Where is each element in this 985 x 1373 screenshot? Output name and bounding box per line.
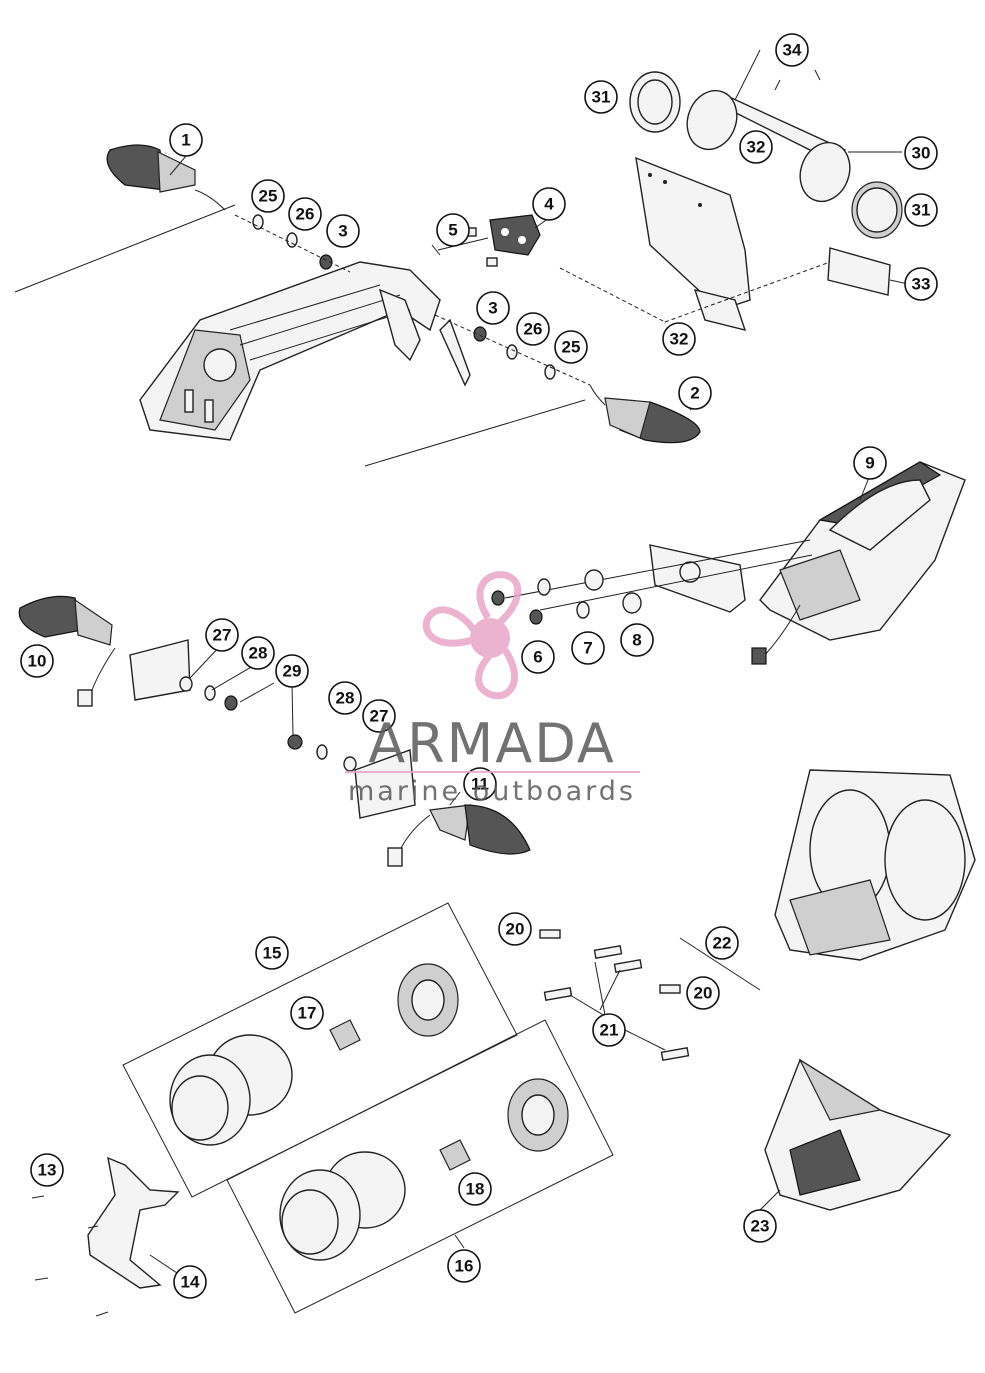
license-plate-holder bbox=[559, 49, 903, 331]
svg-text:7: 7 bbox=[583, 639, 592, 658]
svg-text:5: 5 bbox=[448, 221, 457, 240]
callout-30: 30 bbox=[904, 136, 938, 170]
svg-text:8: 8 bbox=[632, 631, 641, 650]
svg-text:26: 26 bbox=[296, 205, 315, 224]
washer-stack-upper bbox=[234, 214, 591, 386]
watermark: ARMADA marine outboards bbox=[345, 571, 640, 807]
callout-31: 31 bbox=[904, 193, 938, 227]
turn-signal-front-right bbox=[364, 384, 701, 467]
svg-text:31: 31 bbox=[912, 201, 931, 220]
callout-4: 4 bbox=[532, 187, 566, 221]
svg-text:25: 25 bbox=[259, 187, 278, 206]
reflector-bracket bbox=[431, 214, 541, 267]
callout-10: 10 bbox=[20, 644, 54, 678]
svg-text:20: 20 bbox=[506, 920, 525, 939]
svg-text:15: 15 bbox=[263, 944, 282, 963]
callout-15: 15 bbox=[255, 936, 289, 970]
callout-11: 11 bbox=[463, 767, 497, 801]
turn-signal-front-left bbox=[14, 144, 236, 293]
svg-text:11: 11 bbox=[471, 775, 489, 794]
callout-26: 26 bbox=[288, 197, 322, 231]
svg-text:25: 25 bbox=[562, 338, 581, 357]
callout-17: 17 bbox=[290, 996, 324, 1030]
svg-text:27: 27 bbox=[213, 626, 232, 645]
callout-23: 23 bbox=[743, 1209, 777, 1243]
callout-2: 2 bbox=[678, 376, 712, 410]
svg-text:13: 13 bbox=[38, 1161, 57, 1180]
callout-16: 16 bbox=[447, 1249, 481, 1283]
callout-3: 3 bbox=[326, 214, 360, 248]
tail-light-assembly bbox=[491, 461, 966, 665]
svg-text:29: 29 bbox=[283, 662, 302, 681]
callout-29: 29 bbox=[275, 654, 309, 688]
callout-32: 32 bbox=[739, 130, 773, 164]
svg-text:34: 34 bbox=[783, 41, 802, 60]
svg-text:32: 32 bbox=[670, 330, 689, 349]
callout-32: 32 bbox=[662, 322, 696, 356]
turn-signal-rear-left bbox=[18, 595, 238, 711]
headlight-frame bbox=[679, 769, 976, 991]
callout-28: 28 bbox=[241, 636, 275, 670]
callout-26: 26 bbox=[516, 312, 550, 346]
svg-text:32: 32 bbox=[747, 138, 766, 157]
svg-text:14: 14 bbox=[181, 1273, 200, 1292]
svg-text:10: 10 bbox=[28, 652, 47, 671]
svg-text:26: 26 bbox=[524, 320, 543, 339]
watermark-tagline: marine outboards bbox=[348, 776, 636, 807]
callout-34: 34 bbox=[775, 33, 809, 67]
callout-20: 20 bbox=[686, 976, 720, 1010]
watermark-brand: ARMADA bbox=[368, 712, 616, 775]
callout-3: 3 bbox=[476, 291, 510, 325]
callout-31: 31 bbox=[584, 80, 618, 114]
rear-fender-bracket bbox=[139, 261, 471, 441]
callout-6: 6 bbox=[521, 640, 555, 674]
svg-text:9: 9 bbox=[865, 454, 874, 473]
svg-text:23: 23 bbox=[751, 1217, 770, 1236]
callout-25: 25 bbox=[251, 179, 285, 213]
svg-text:27: 27 bbox=[370, 707, 389, 726]
turn-signal-rear-right bbox=[287, 734, 531, 867]
front-cowl bbox=[764, 1058, 952, 1211]
svg-text:18: 18 bbox=[466, 1180, 485, 1199]
callout-20: 20 bbox=[498, 912, 532, 946]
svg-text:17: 17 bbox=[298, 1004, 317, 1023]
callout-14: 14 bbox=[173, 1265, 207, 1299]
headlight-kit-15 bbox=[122, 902, 518, 1198]
svg-text:4: 4 bbox=[544, 195, 554, 214]
svg-text:22: 22 bbox=[713, 934, 732, 953]
svg-text:20: 20 bbox=[694, 984, 713, 1003]
svg-text:16: 16 bbox=[455, 1257, 474, 1276]
callout-28: 28 bbox=[328, 681, 362, 715]
svg-text:28: 28 bbox=[336, 689, 355, 708]
propeller-logo-icon bbox=[422, 571, 522, 700]
callout-1: 1 bbox=[169, 123, 203, 157]
svg-text:2: 2 bbox=[690, 384, 699, 403]
svg-text:3: 3 bbox=[488, 299, 497, 318]
svg-text:21: 21 bbox=[600, 1021, 619, 1040]
callout-22: 22 bbox=[705, 926, 739, 960]
fastener-group bbox=[539, 929, 690, 1062]
headlight-kit-16 bbox=[226, 1019, 614, 1314]
callout-25: 25 bbox=[554, 330, 588, 364]
svg-text:30: 30 bbox=[912, 144, 931, 163]
svg-text:31: 31 bbox=[592, 88, 611, 107]
svg-text:1: 1 bbox=[181, 131, 190, 150]
callout-27: 27 bbox=[205, 618, 239, 652]
headlight-mount-bracket bbox=[31, 1156, 180, 1317]
callout-5: 5 bbox=[436, 213, 470, 247]
svg-text:28: 28 bbox=[249, 644, 268, 663]
callouts: 1 2 3 3 4 5 6 7 8 9 10 11 13 14 15 16 17… bbox=[20, 33, 938, 1299]
callout-27: 27 bbox=[362, 699, 396, 733]
svg-text:6: 6 bbox=[533, 648, 542, 667]
svg-text:3: 3 bbox=[338, 222, 347, 241]
callout-13: 13 bbox=[30, 1153, 64, 1187]
callout-8: 8 bbox=[620, 623, 654, 657]
callout-21: 21 bbox=[592, 1013, 626, 1047]
callout-33: 33 bbox=[904, 267, 938, 301]
callout-9: 9 bbox=[853, 446, 887, 480]
callout-18: 18 bbox=[458, 1172, 492, 1206]
svg-text:33: 33 bbox=[912, 275, 931, 294]
callout-7: 7 bbox=[571, 631, 605, 665]
